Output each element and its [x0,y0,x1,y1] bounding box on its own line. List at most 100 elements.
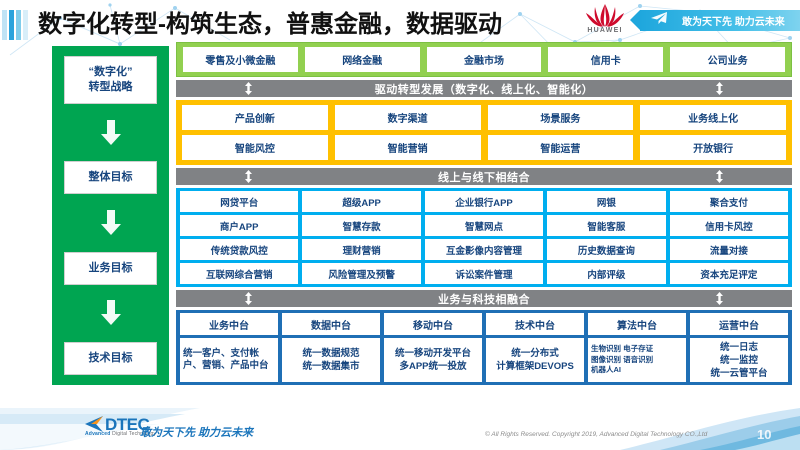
application-cell[interactable]: 传统贷款风控 [180,239,299,260]
divider-bar-label: 业务与科技相融合 [438,293,530,306]
platform-column-operations: 运营中台 统一日志 统一监控 统一云管平台 [690,313,788,382]
application-cell[interactable]: 互金影像内容管理 [424,239,544,260]
sidebar-item-business-goal[interactable]: 业务目标 [64,251,157,285]
platform-head[interactable]: 运营中台 [690,313,788,335]
capabilities-row: 智能风控 智能营销 智能运营 开放银行 [182,135,786,160]
page-header: 数字化转型-构筑生态，普惠金融，数据驱动 HUAWEI 敢为天下先 助力云未来 [0,0,800,42]
platforms-band: 业务中台 统一客户、支付帐户、营销、产品中台 数据中台 统一数据规范 统一数据集… [176,310,792,385]
business-line-cell[interactable]: 公司业务 [670,47,785,72]
up-down-arrow-icon [715,170,724,183]
arrow-down-icon [100,119,122,146]
diagram-stage: “数字化” 转型战略 整体目标 业务目标 技术目标 零售及小微金融 网络金融 金… [0,42,800,402]
divider-bar-label: 驱动转型发展（数字化、线上化、智能化） [374,83,594,96]
up-down-arrow-icon [715,82,724,95]
application-cell[interactable]: 历史数据查询 [547,239,666,260]
dtec-mark-icon [85,416,103,432]
platform-head[interactable]: 移动中台 [384,313,482,335]
platform-desc: 统一数据规范 统一数据集市 [282,338,380,382]
up-down-arrow-icon [244,170,253,183]
business-line-cell[interactable]: 信用卡 [548,47,664,72]
diagram-content: 零售及小微金融 网络金融 金融市场 信用卡 公司业务 驱动转型发展（数字化、线上… [176,42,792,385]
page-title: 数字化转型-构筑生态，普惠金融，数据驱动 [38,11,502,38]
dtec-logo: DTEC Advanced Digital Technology [85,416,173,437]
platform-desc: 统一客户、支付帐户、营销、产品中台 [180,338,278,382]
capability-cell[interactable]: 智能运营 [487,135,634,160]
huawei-logo: HUAWEI [575,2,635,40]
applications-band: 网贷平台 超级APP 企业银行APP 网银 聚合支付 商户APP 智慧存款 智慧… [176,188,792,287]
application-cell[interactable]: 内部评级 [547,263,666,284]
huawei-slogan-ribbon: 敢为天下先 助力云未来 [630,10,800,31]
application-cell[interactable]: 智慧存款 [302,215,421,236]
capability-cell[interactable]: 开放银行 [640,135,786,160]
page-footer: DTEC Advanced Digital Technology 敢为天下先 助… [0,402,800,450]
application-cell[interactable]: 商户APP [180,215,299,236]
up-down-arrow-icon [244,82,253,95]
application-cell[interactable]: 信用卡风控 [669,215,789,236]
application-cell[interactable]: 资本充足评定 [669,263,789,284]
application-cell[interactable]: 网贷平台 [180,191,299,212]
copyright-text: © All Rights Reserved. Copyright 2019, A… [485,431,708,438]
capability-cell[interactable]: 智能营销 [334,135,481,160]
application-cell[interactable]: 智慧网点 [424,215,544,236]
business-line-cell[interactable]: 零售及小微金融 [183,47,298,72]
strategy-sidebar: “数字化” 转型战略 整体目标 业务目标 技术目标 [52,46,169,385]
capability-cell[interactable]: 产品创新 [182,105,328,130]
footer-slogan: 敢为天下先 助力云未来 [140,427,254,439]
capability-cell[interactable]: 业务线上化 [640,105,786,130]
platform-desc: 统一日志 统一监控 统一云管平台 [690,338,788,382]
application-cell[interactable]: 流量对接 [669,239,789,260]
platform-desc: 统一移动开发平台 多APP统一投放 [384,338,482,382]
platform-desc: 生物识别 电子存证 图像识别 语音识别 机器人AI [588,338,686,382]
application-cell[interactable]: 超级APP [302,191,421,212]
capability-cell[interactable]: 数字渠道 [334,105,481,130]
platform-column-business: 业务中台 统一客户、支付帐户、营销、产品中台 [180,313,278,382]
ribbon-text: 敢为天下先 助力云未来 [682,17,785,28]
sidebar-item-technology-goal[interactable]: 技术目标 [64,341,157,375]
platform-column-mobile: 移动中台 统一移动开发平台 多APP统一投放 [384,313,482,382]
dtec-tagline-bold: Advanced [85,431,111,437]
dtec-tagline: Advanced Digital Technology [85,431,173,437]
divider-bar-drive: 驱动转型发展（数字化、线上化、智能化） [176,80,792,97]
arrow-down-icon [100,209,122,236]
capabilities-band: 产品创新 数字渠道 场景服务 业务线上化 智能风控 智能营销 智能运营 开放银行 [176,100,792,165]
platform-head[interactable]: 数据中台 [282,313,380,335]
up-down-arrow-icon [715,292,724,305]
application-cell[interactable]: 网银 [547,191,666,212]
platform-column-algorithm: 算法中台 生物识别 电子存证 图像识别 语音识别 机器人AI [588,313,686,382]
business-lines-band: 零售及小微金融 网络金融 金融市场 信用卡 公司业务 [176,42,792,77]
paper-plane-icon [650,11,668,30]
up-down-arrow-icon [244,292,253,305]
business-line-cell[interactable]: 网络金融 [304,47,420,72]
dtec-wordmark: DTEC [105,415,150,434]
application-cell[interactable]: 互联网综合营销 [180,263,299,284]
divider-bar-fusion: 业务与科技相融合 [176,290,792,307]
applications-row: 网贷平台 超级APP 企业银行APP 网银 聚合支付 [180,191,789,212]
divider-bar-online-offline: 线上与线下相结合 [176,168,792,185]
platform-head[interactable]: 技术中台 [486,313,584,335]
capability-cell[interactable]: 场景服务 [487,105,634,130]
dtec-tagline-rest: Digital Technology [110,431,157,437]
application-cell[interactable]: 智能客服 [547,215,666,236]
page-number: 10 [757,427,772,442]
sidebar-item-overall-goal[interactable]: 整体目标 [64,161,157,195]
platform-head[interactable]: 业务中台 [180,313,278,335]
capabilities-row: 产品创新 数字渠道 场景服务 业务线上化 [182,105,786,130]
capability-cell[interactable]: 智能风控 [182,135,328,160]
applications-row: 传统贷款风控 理财营销 互金影像内容管理 历史数据查询 流量对接 [180,239,789,260]
application-cell[interactable]: 风险管理及预警 [302,263,421,284]
business-line-cell[interactable]: 金融市场 [426,47,542,72]
application-cell[interactable]: 聚合支付 [669,191,789,212]
application-cell[interactable]: 诉讼案件管理 [424,263,544,284]
divider-bar-label: 线上与线下相结合 [438,171,530,184]
platform-head[interactable]: 算法中台 [588,313,686,335]
platform-desc: 统一分布式 计算框架DEVOPS [486,338,584,382]
arrow-down-icon [100,300,122,326]
sidebar-item-strategy[interactable]: “数字化” 转型战略 [64,56,157,104]
application-cell[interactable]: 企业银行APP [424,191,544,212]
platform-column-technology: 技术中台 统一分布式 计算框架DEVOPS [486,313,584,382]
platform-column-data: 数据中台 统一数据规范 统一数据集市 [282,313,380,382]
huawei-wordmark: HUAWEI [587,27,623,34]
application-cell[interactable]: 理财营销 [302,239,421,260]
applications-row: 互联网综合营销 风险管理及预警 诉讼案件管理 内部评级 资本充足评定 [180,263,789,284]
applications-row: 商户APP 智慧存款 智慧网点 智能客服 信用卡风控 [180,215,789,236]
